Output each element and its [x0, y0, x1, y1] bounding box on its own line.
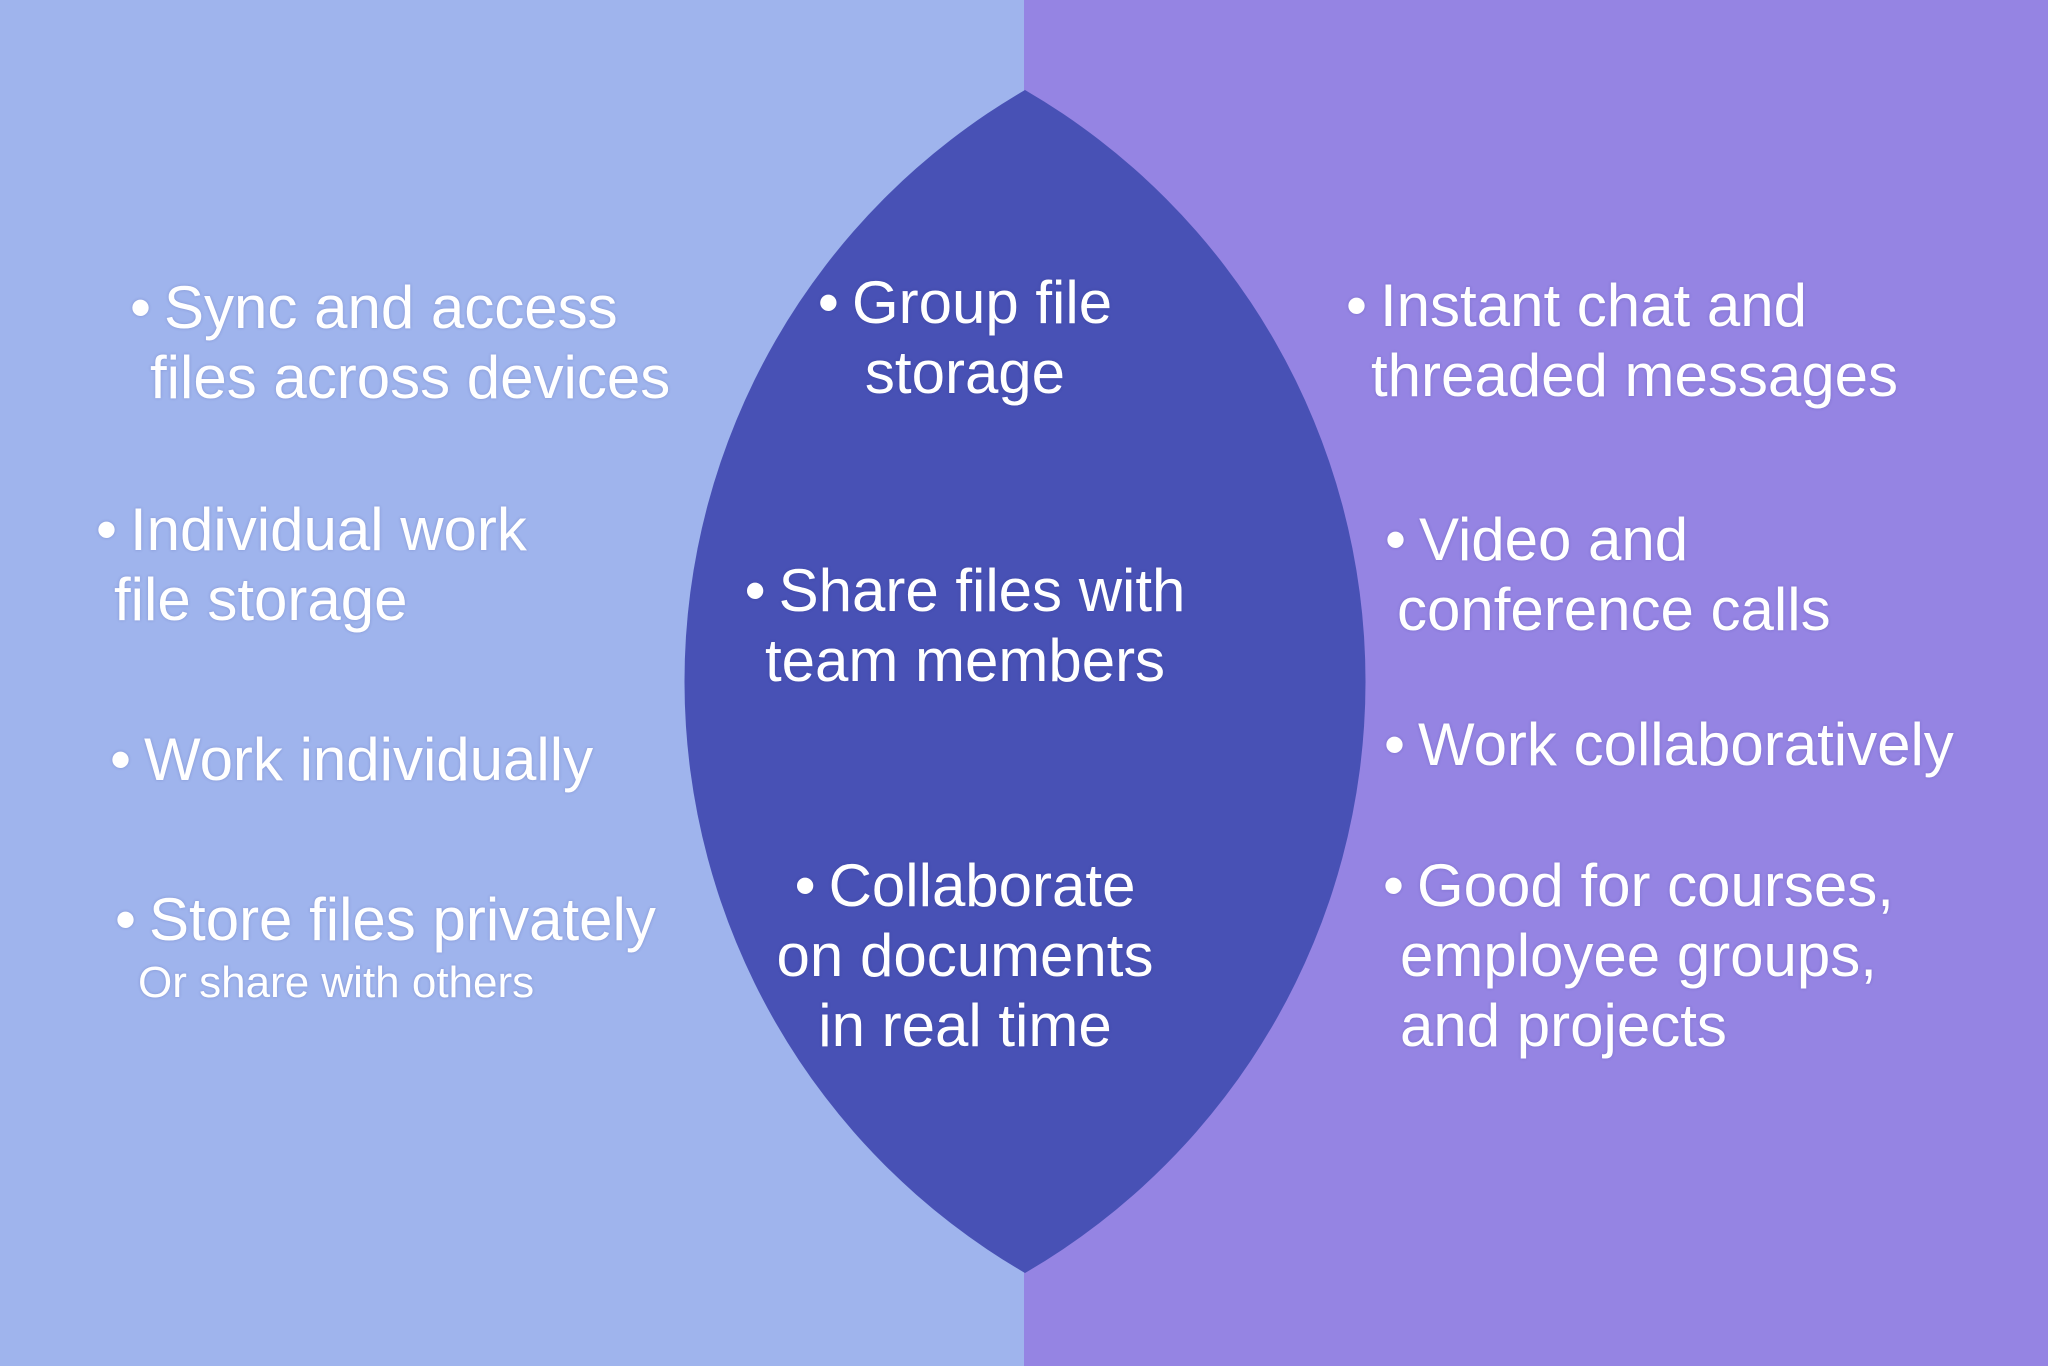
item-line: •Individual work: [96, 495, 527, 565]
list-item-work-collaboratively: •Work collaboratively: [1384, 710, 1954, 780]
list-item-work-individually: •Work individually: [110, 725, 593, 795]
bullet-icon: •: [817, 269, 839, 336]
item-text: file storage: [114, 566, 408, 633]
bullet-icon: •: [1383, 852, 1405, 919]
item-text: on documents: [776, 922, 1154, 989]
bullet-icon: •: [110, 726, 132, 793]
bullet-icon: •: [1384, 711, 1406, 778]
item-line: storage: [818, 338, 1112, 408]
item-line: •Group file: [818, 268, 1112, 338]
item-line: •Instant chat and: [1346, 271, 1898, 341]
bullet-icon: •: [744, 557, 766, 624]
item-text: threaded messages: [1371, 342, 1898, 409]
list-item-instant-chat: •Instant chat and threaded messages: [1346, 271, 1898, 411]
item-line: conference calls: [1397, 575, 1831, 645]
item-line: in real time: [777, 991, 1154, 1061]
item-text: Sync and access: [164, 274, 618, 341]
list-item-sync-access: •Sync and access files across devices: [130, 273, 670, 413]
item-text: Share files with: [778, 557, 1186, 624]
item-subtext: Or share with others: [138, 959, 656, 1007]
item-line: on documents: [777, 921, 1154, 991]
bullet-icon: •: [96, 496, 118, 563]
item-text: Good for courses,: [1417, 852, 1894, 919]
item-line: file storage: [114, 565, 527, 635]
item-text: Work individually: [144, 726, 594, 793]
item-line: •Store files privately: [115, 885, 656, 955]
item-line: •Good for courses,: [1383, 851, 1894, 921]
item-line: •Share files with: [745, 556, 1186, 626]
bullet-icon: •: [115, 886, 137, 953]
item-line: •Collaborate: [777, 851, 1154, 921]
item-text: Work collaboratively: [1418, 711, 1954, 778]
item-text: Or share with others: [138, 958, 535, 1007]
item-text: Group file: [851, 269, 1113, 336]
overlap-lens-path: [684, 90, 1366, 1273]
item-text: and projects: [1400, 992, 1727, 1059]
item-text: storage: [864, 339, 1066, 406]
item-line: employee groups,: [1400, 921, 1894, 991]
list-item-share-files: •Share files with team members: [745, 556, 1186, 696]
item-text: Store files privately: [149, 886, 656, 953]
bullet-icon: •: [794, 852, 816, 919]
item-text: Video and: [1419, 506, 1689, 573]
list-item-collaborate-realtime: •Collaborate on documents in real time: [777, 851, 1154, 1061]
item-text: conference calls: [1397, 576, 1831, 643]
bullet-icon: •: [130, 274, 152, 341]
list-item-store-privately: •Store files privately Or share with oth…: [115, 885, 656, 1007]
item-line: files across devices: [150, 343, 670, 413]
list-item-group-storage: •Group file storage: [818, 268, 1112, 408]
item-line: •Work individually: [110, 725, 593, 795]
bullet-icon: •: [1385, 506, 1407, 573]
list-item-individual-storage: •Individual work file storage: [96, 495, 527, 635]
item-text: team members: [764, 627, 1166, 694]
item-line: team members: [745, 626, 1186, 696]
bullet-icon: •: [1346, 272, 1368, 339]
item-text: Instant chat and: [1380, 272, 1807, 339]
list-item-video-calls: •Video and conference calls: [1385, 505, 1831, 645]
item-text: employee groups,: [1400, 922, 1877, 989]
item-line: •Work collaboratively: [1384, 710, 1954, 780]
item-text: in real time: [818, 992, 1112, 1059]
list-item-good-for-groups: •Good for courses, employee groups, and …: [1383, 851, 1894, 1061]
item-line: •Video and: [1385, 505, 1831, 575]
item-text: files across devices: [150, 344, 671, 411]
item-line: •Sync and access: [130, 273, 670, 343]
item-line: threaded messages: [1371, 341, 1898, 411]
item-text: Individual work: [130, 496, 527, 563]
item-line: and projects: [1400, 991, 1894, 1061]
item-text: Collaborate: [828, 852, 1136, 919]
